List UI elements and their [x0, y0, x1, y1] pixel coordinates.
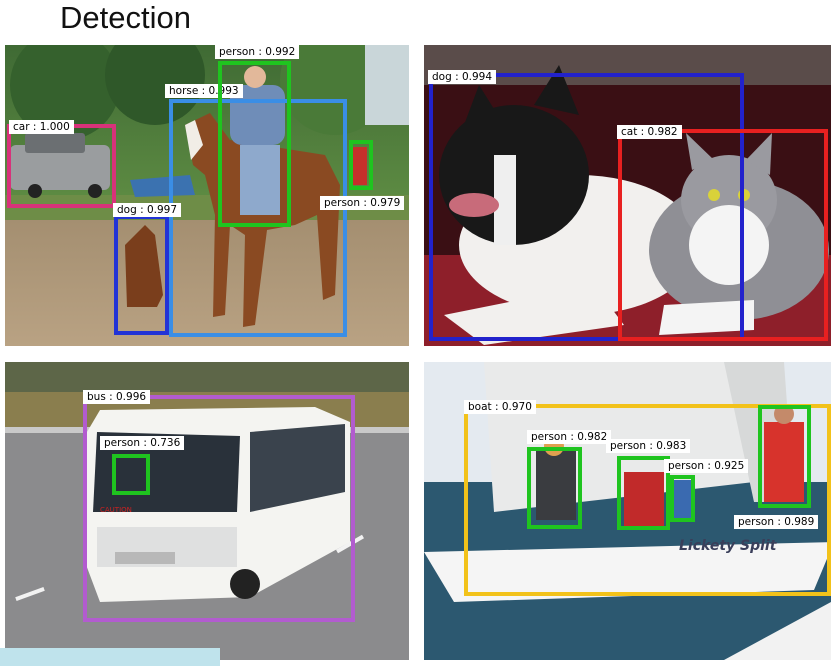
person-3-label: person : 0.925 [664, 459, 749, 473]
person-rider-label: person : 0.992 [215, 45, 300, 59]
horse-box [169, 99, 347, 337]
person-4-box [758, 405, 811, 508]
bus-scene-photo: CAUTION [5, 362, 409, 660]
person-rider-box [218, 61, 291, 227]
boat-scene-panel: Lickety Split boat : 0.970 person : 0.98… [424, 362, 831, 660]
bus-sign-text: CAUTION [100, 506, 132, 514]
car-label: car : 1.000 [9, 120, 74, 134]
pets-scene-panel: dog : 0.994 cat : 0.982 [424, 45, 831, 346]
dog-label-large: dog : 0.994 [428, 70, 497, 84]
person-4-label: person : 0.989 [734, 515, 819, 529]
horse-scene-photo [5, 45, 409, 346]
dog-box [114, 215, 169, 335]
dog-box-large [429, 73, 744, 341]
boat-name-text: Lickety Split [679, 538, 778, 554]
cat-box [618, 129, 828, 341]
person-driver-box [112, 454, 150, 495]
pets-scene-photo [424, 45, 831, 346]
page-title: Detection [60, 0, 191, 35]
boat-label: boat : 0.970 [464, 400, 536, 414]
person-1-box [527, 447, 582, 529]
person-small-box [349, 140, 373, 190]
horse-scene-panel: car : 1.000 horse : 0.993 person : 0.992… [5, 45, 409, 346]
boat-box [464, 404, 831, 596]
person-small-label: person : 0.979 [320, 196, 405, 210]
bus-box [83, 395, 355, 622]
cat-label: cat : 0.982 [617, 125, 682, 139]
boat-scene-photo: Lickety Split [424, 362, 831, 660]
person-driver-label: person : 0.736 [100, 436, 185, 450]
car-box [7, 124, 116, 208]
dog-label: dog : 0.997 [113, 203, 182, 217]
person-3-box [670, 475, 695, 522]
bus-scene-panel: CAUTION bus : 0.996 person : 0.736 [5, 362, 409, 660]
person-2-box [617, 456, 670, 530]
bus-label: bus : 0.996 [83, 390, 151, 404]
person-1-label: person : 0.982 [527, 430, 612, 444]
bottom-decor-strip [0, 648, 220, 666]
person-2-label: person : 0.983 [606, 439, 691, 453]
